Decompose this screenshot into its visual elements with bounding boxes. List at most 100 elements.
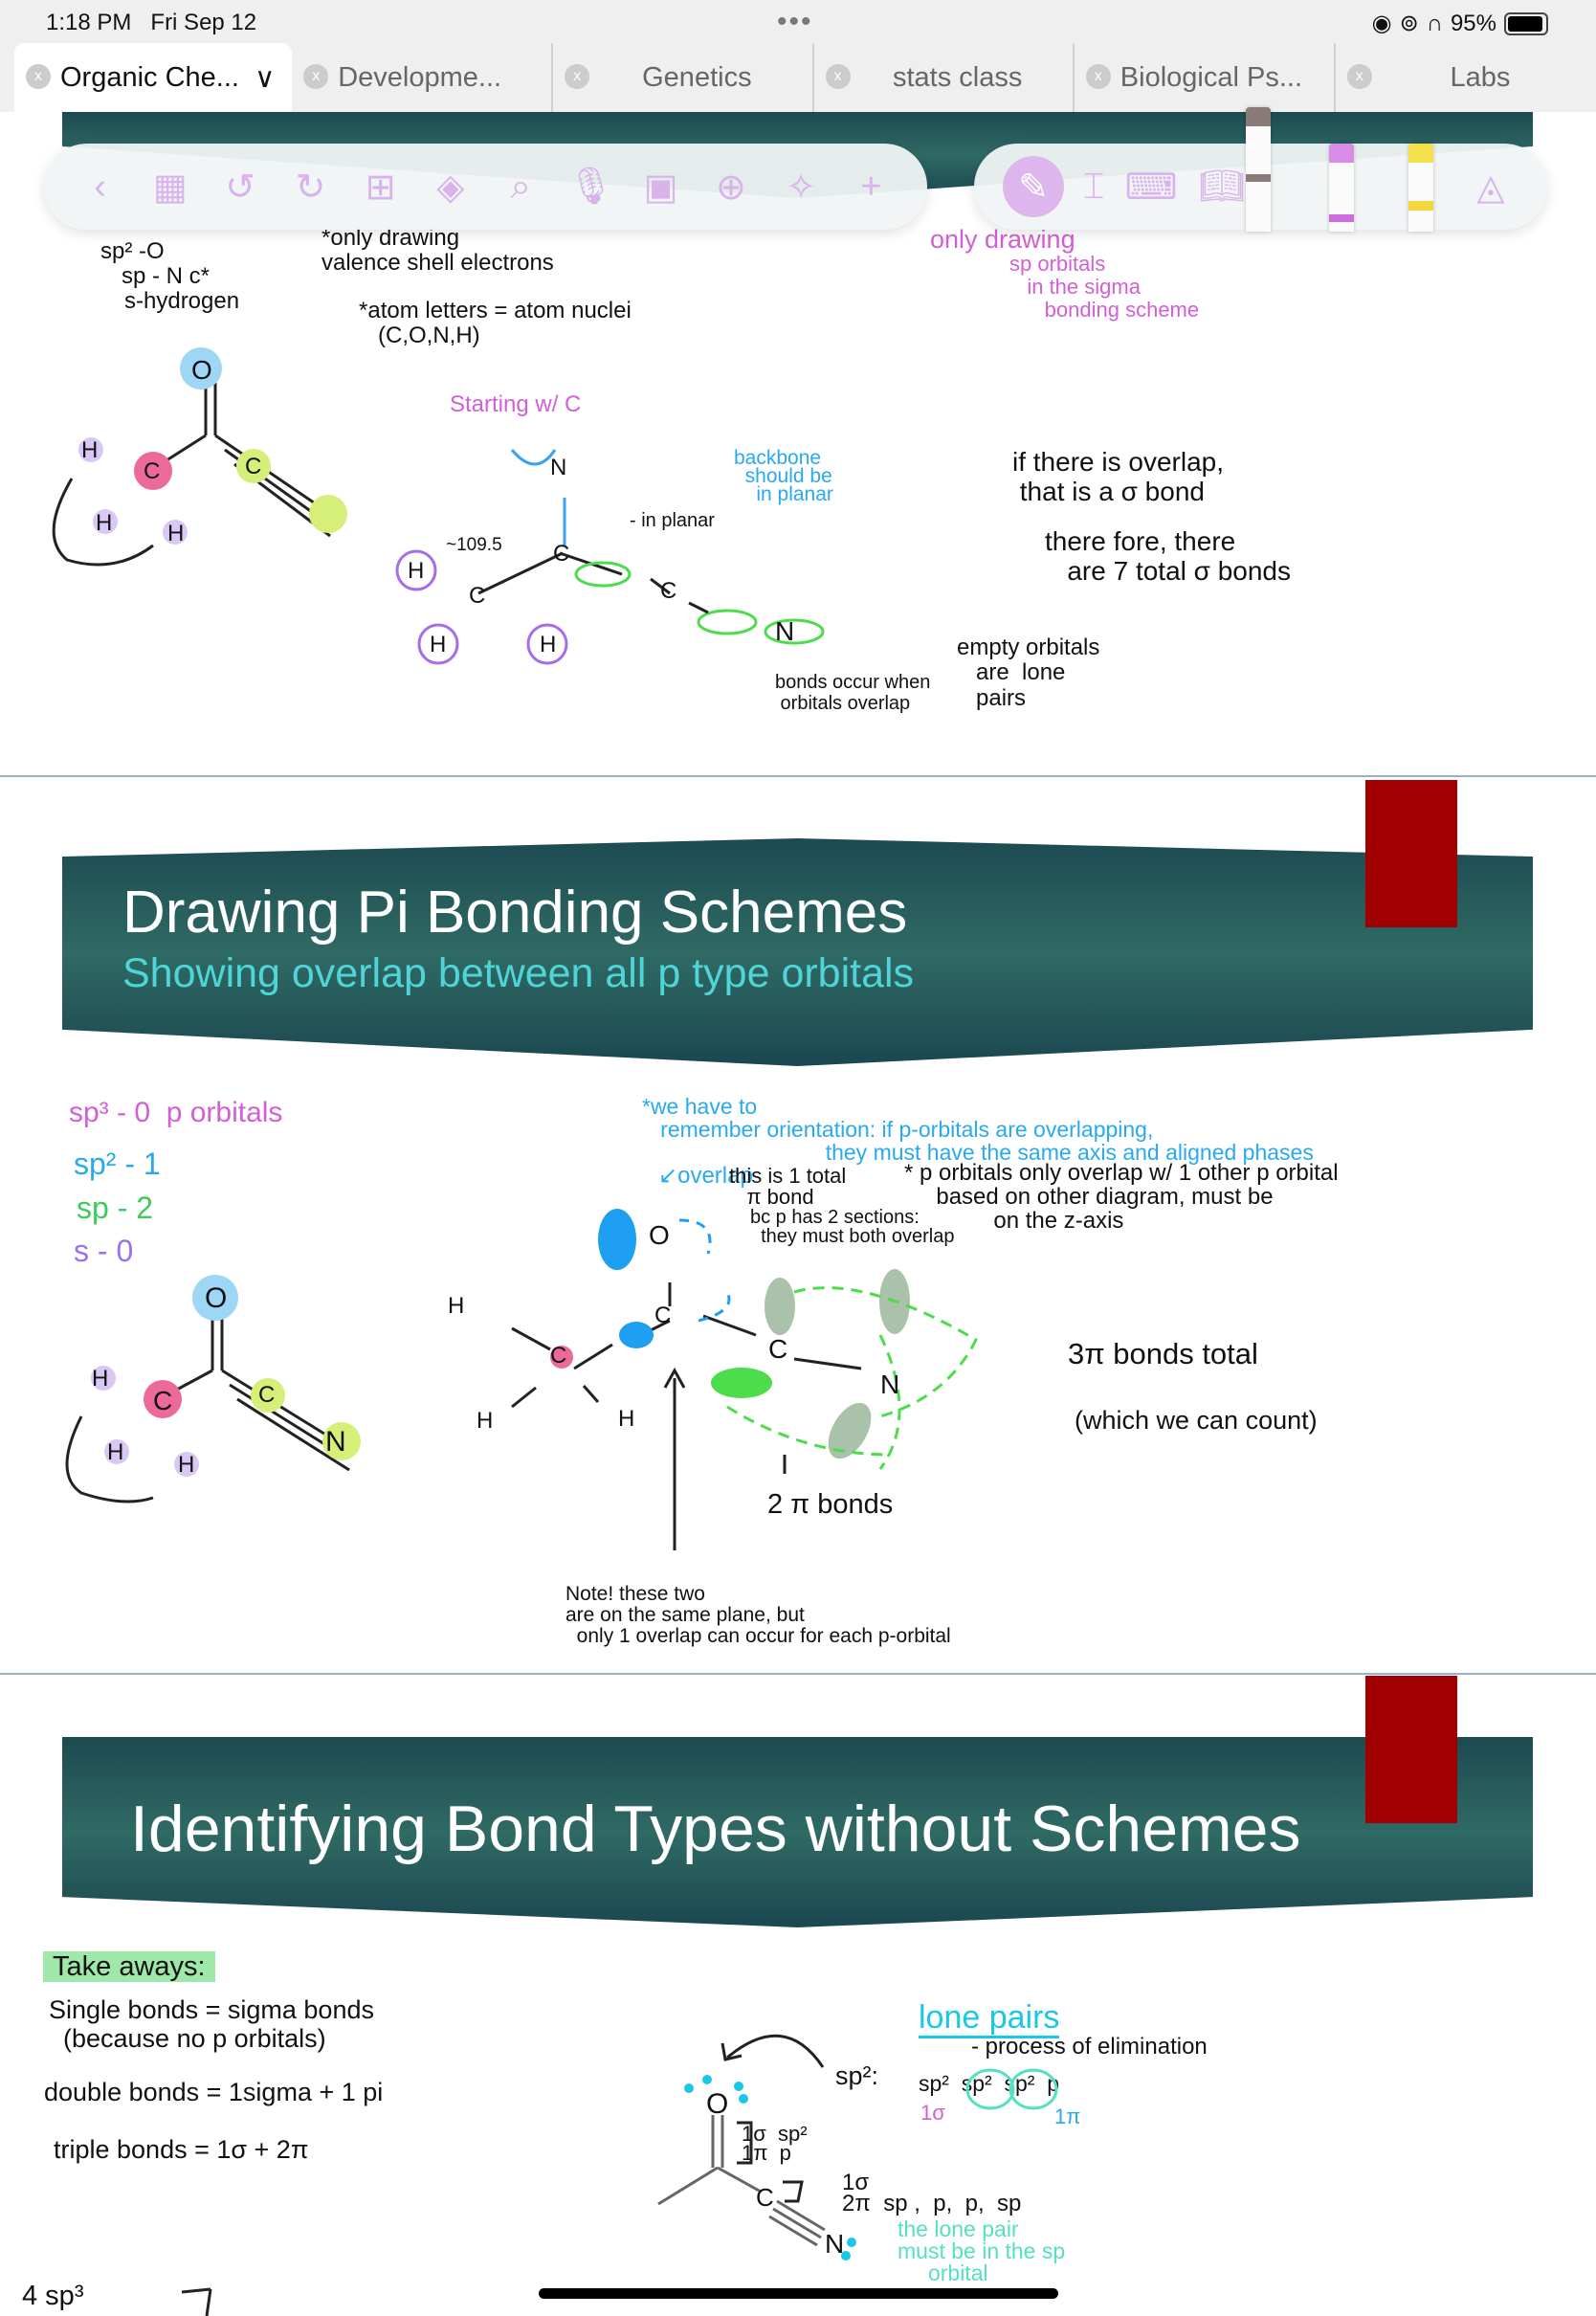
note: there fore, there are 7 total σ bonds bbox=[1045, 526, 1291, 586]
note: only drawing bbox=[930, 225, 1075, 254]
atom-label: C bbox=[144, 458, 161, 484]
slide-title: Drawing Pi Bonding Schemes bbox=[122, 880, 908, 946]
ai-assistant-icon[interactable]: ✧ bbox=[786, 167, 817, 208]
microphone-icon[interactable]: 🎙︎ bbox=[567, 167, 614, 207]
note: 1σ sp² 1π p bbox=[742, 2122, 808, 2165]
search-icon[interactable]: ⌕ bbox=[510, 166, 531, 207]
note: *we have to remember orientation: if p-o… bbox=[642, 1094, 1314, 1166]
shapes-icon[interactable]: ◬ bbox=[1476, 167, 1505, 208]
note: empty orbitals are lone pairs bbox=[957, 635, 1100, 711]
atom-label: N bbox=[880, 1370, 900, 1399]
atom-label: N bbox=[550, 455, 567, 480]
note: bonds occur when orbitals overlap bbox=[775, 672, 931, 714]
layers-icon[interactable]: ◈ bbox=[436, 167, 465, 208]
note: (which we can count) bbox=[1075, 1406, 1318, 1435]
note: 4 sp³ bbox=[22, 2281, 84, 2311]
media-icon[interactable]: ▣ bbox=[643, 167, 678, 208]
note: *atom letters = atom nuclei (C,O,N,H) bbox=[359, 298, 632, 349]
atom-label: C bbox=[550, 1343, 567, 1369]
grid-icon[interactable]: ▦ bbox=[152, 167, 188, 208]
note: double bonds = 1sigma + 1 pi bbox=[44, 2078, 384, 2106]
note: triple bonds = 1σ + 2π bbox=[54, 2135, 309, 2164]
pen-tool-icon[interactable]: ✎ bbox=[1003, 156, 1064, 217]
note: sp - 2 bbox=[77, 1191, 154, 1225]
close-tab-icon[interactable]: x bbox=[565, 64, 590, 89]
atom-label: H bbox=[540, 632, 557, 657]
note: 1σ bbox=[920, 2101, 945, 2125]
battery-percent: 95% bbox=[1450, 10, 1496, 36]
close-tab-icon[interactable]: x bbox=[26, 64, 51, 89]
note: if there is overlap, that is a σ bond bbox=[1012, 447, 1224, 506]
main-toolbar: ‹ ▦ ↺ ↻ ⊞ ◈ ⌕ 🎙︎ ▣ ⊕ ✧ + bbox=[44, 144, 927, 230]
pencil-pink[interactable] bbox=[1329, 144, 1354, 232]
multitasking-dots-icon[interactable]: ••• bbox=[777, 6, 813, 37]
atom-label: H bbox=[477, 1408, 494, 1434]
note: sp²: bbox=[835, 2061, 879, 2090]
atom-label: H bbox=[81, 437, 99, 463]
orientation-lock-icon: ⊚ bbox=[1399, 11, 1419, 36]
note: sp² sp² sp² p bbox=[919, 2071, 1059, 2096]
note: Take aways: bbox=[43, 1951, 215, 1983]
atom-label: C bbox=[153, 1386, 173, 1415]
note: * p orbitals only overlap w/ 1 other p o… bbox=[904, 1160, 1339, 1235]
atom-label: C bbox=[768, 1334, 788, 1364]
note: s - 0 bbox=[74, 1234, 134, 1268]
note: sp² -O bbox=[100, 238, 165, 264]
note: lone pairs bbox=[919, 1999, 1060, 2039]
note: 1σ 2π sp , p, p, sp bbox=[842, 2170, 1022, 2216]
atom-label: C bbox=[654, 1303, 672, 1328]
keyboard-icon[interactable]: ⌨ bbox=[1124, 167, 1178, 208]
note: 2 π bonds bbox=[767, 1489, 894, 1520]
atom-label: H bbox=[178, 1452, 195, 1478]
lasso-tool-icon[interactable]: ⌶ bbox=[1082, 166, 1105, 207]
atom-label: C bbox=[756, 2183, 774, 2212]
close-tab-icon[interactable]: x bbox=[1085, 64, 1111, 89]
undo-icon[interactable]: ↺ bbox=[225, 167, 256, 208]
note: Starting w/ C bbox=[450, 391, 582, 417]
pencil-gray[interactable] bbox=[1246, 107, 1271, 232]
note: Note! these two are on the same plane, b… bbox=[565, 1583, 951, 1648]
note: 3π bonds total bbox=[1068, 1337, 1258, 1370]
note: sp orbitals in the sigma bonding scheme bbox=[1009, 252, 1200, 323]
sigma-scheme-sketch bbox=[395, 449, 825, 665]
status-time: 1:18 PM Fri Sep 12 bbox=[46, 10, 257, 35]
slide-red-tab bbox=[1365, 1676, 1457, 1823]
note: ~109.5 bbox=[446, 535, 502, 555]
note: ↙overlap bbox=[658, 1163, 753, 1189]
note: Single bonds = sigma bonds (because no p… bbox=[49, 1995, 374, 2053]
atom-label: H bbox=[107, 1439, 124, 1465]
atom-label: C bbox=[245, 454, 262, 479]
slide-banner bbox=[62, 838, 1533, 1066]
highlighter-yellow[interactable] bbox=[1408, 144, 1433, 232]
add-page-icon[interactable]: ⊞ bbox=[365, 167, 396, 208]
wifi-icon: ◉ bbox=[1371, 11, 1392, 36]
close-tab-icon[interactable]: x bbox=[303, 64, 329, 89]
add-icon[interactable]: + bbox=[860, 166, 882, 207]
note: sp - N c* bbox=[122, 263, 211, 289]
note: this is 1 total π bond bbox=[729, 1164, 847, 1209]
atom-label: C bbox=[469, 583, 486, 609]
page-divider bbox=[0, 775, 1596, 777]
note: the lone pair must be in the sp orbital bbox=[898, 2216, 1066, 2285]
atom-label: N bbox=[325, 1426, 346, 1458]
atom-label: C bbox=[258, 1382, 276, 1408]
atom-label: O bbox=[205, 1282, 228, 1314]
back-chevron-icon[interactable]: ‹ bbox=[94, 166, 106, 207]
close-tab-icon[interactable]: x bbox=[825, 64, 851, 89]
chevron-down-icon[interactable]: ∨ bbox=[255, 62, 276, 94]
atom-label: O bbox=[649, 1220, 670, 1250]
close-tab-icon[interactable]: x bbox=[1346, 64, 1372, 89]
battery-icon bbox=[1504, 11, 1548, 35]
web-icon[interactable]: ⊕ bbox=[715, 167, 746, 208]
redo-icon[interactable]: ↻ bbox=[295, 167, 326, 208]
home-indicator[interactable] bbox=[539, 2288, 1058, 2299]
book-icon[interactable]: 📖︎ bbox=[1198, 167, 1246, 207]
note: - in planar bbox=[630, 510, 715, 531]
